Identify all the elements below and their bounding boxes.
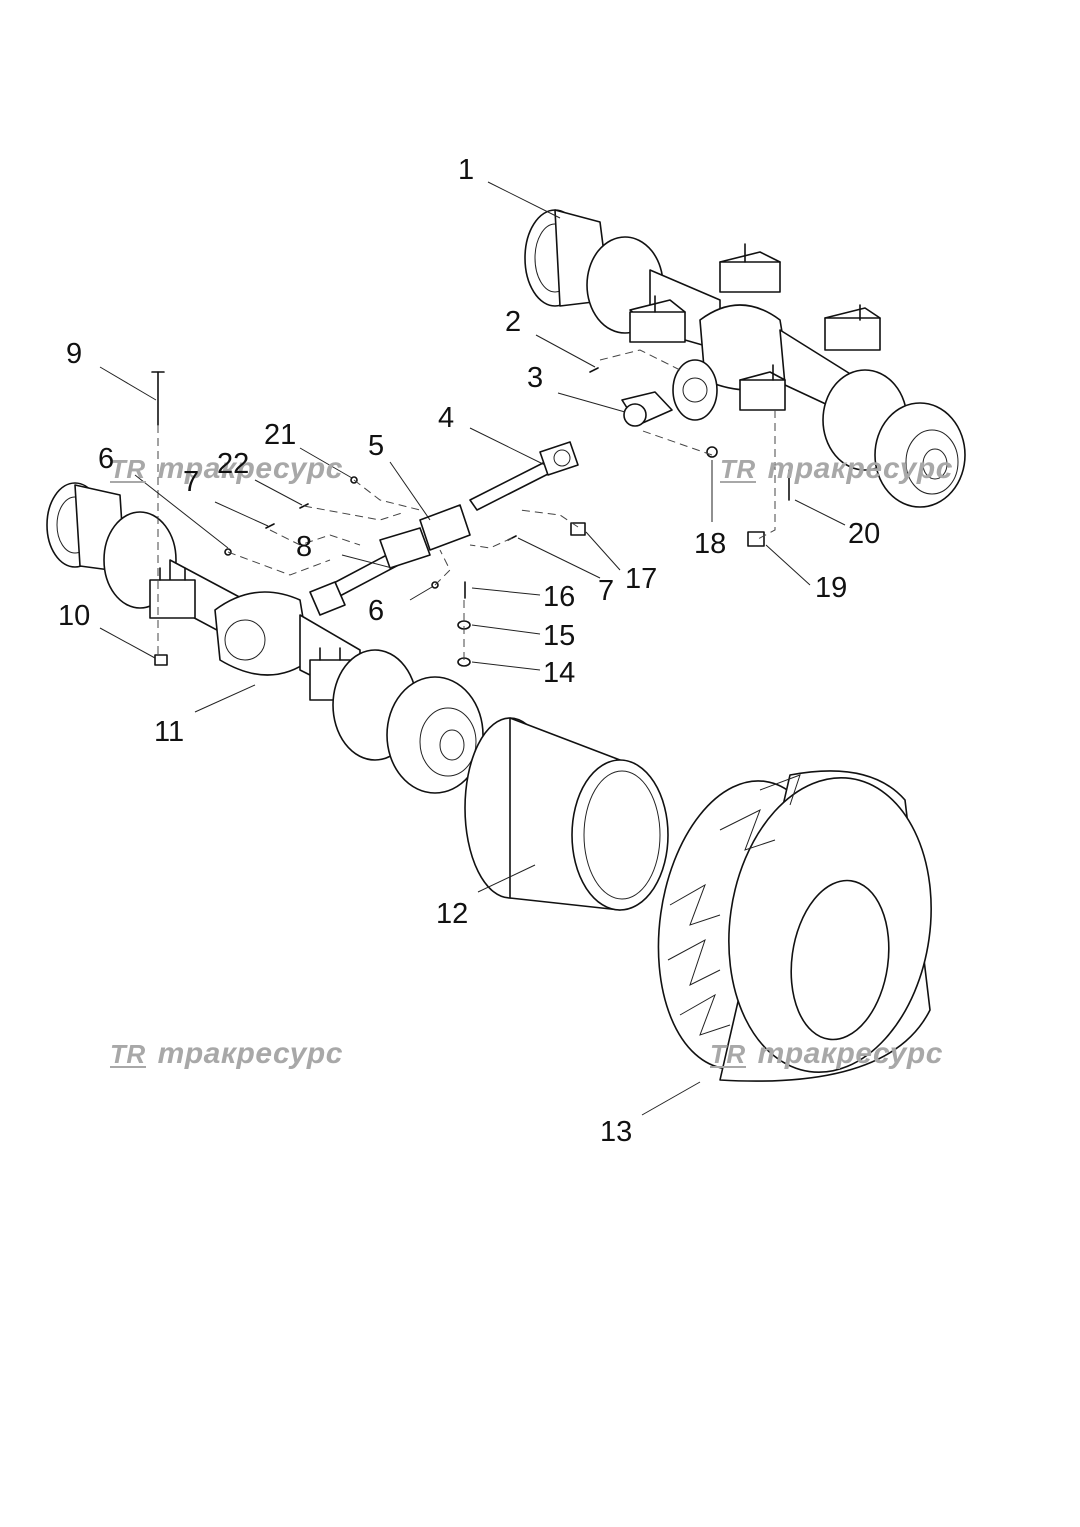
callout-18: 18: [694, 528, 727, 560]
callout-13: 13: [600, 1116, 633, 1148]
fasteners: [151, 367, 790, 667]
callout-3: 3: [527, 362, 544, 394]
callout-19: 19: [815, 572, 848, 604]
watermark-top-left: TR тракресурс: [110, 452, 343, 486]
watermark-text: тракресурс: [767, 452, 953, 485]
watermark-bottom-right: TR тракресурс: [710, 1037, 943, 1071]
watermark-text: тракресурс: [757, 1037, 943, 1070]
wheel-rim: [464, 717, 669, 911]
callout-9: 9: [66, 338, 83, 370]
rear-axle-assembly: [524, 209, 966, 508]
callout-17: 17: [625, 563, 658, 595]
callout-2: 2: [505, 306, 522, 338]
callout-7-right: 7: [598, 575, 615, 607]
watermark-logo: TR: [110, 1039, 146, 1069]
callout-12: 12: [436, 898, 469, 930]
callout-16: 16: [543, 581, 576, 613]
watermark-logo: TR: [110, 454, 146, 484]
leader-lines: [99, 181, 846, 1116]
callout-8: 8: [296, 531, 313, 563]
drive-shafts: [309, 441, 579, 616]
callout-14: 14: [543, 657, 576, 689]
watermark-logo: TR: [720, 454, 756, 484]
watermark-text: тракресурс: [157, 452, 343, 485]
watermark-bottom-left: TR тракресурс: [110, 1037, 343, 1071]
callout-22: 22: [217, 448, 250, 480]
callout-6-upper: 6: [98, 443, 115, 475]
callout-21: 21: [264, 419, 297, 451]
callout-6-lower: 6: [368, 595, 385, 627]
watermark-logo: TR: [710, 1039, 746, 1069]
callout-15: 15: [543, 620, 576, 652]
callout-7-left: 7: [183, 466, 200, 498]
watermark-text: тракресурс: [157, 1037, 343, 1070]
callout-11: 11: [154, 716, 185, 748]
callout-1: 1: [458, 154, 475, 186]
callout-20: 20: [848, 518, 881, 550]
watermark-top-right: TR тракресурс: [720, 452, 953, 486]
tire: [657, 770, 932, 1082]
callout-4: 4: [438, 402, 455, 434]
assembly-dash-lines: [157, 349, 776, 662]
callout-5: 5: [368, 430, 385, 462]
callout-10: 10: [58, 600, 91, 632]
